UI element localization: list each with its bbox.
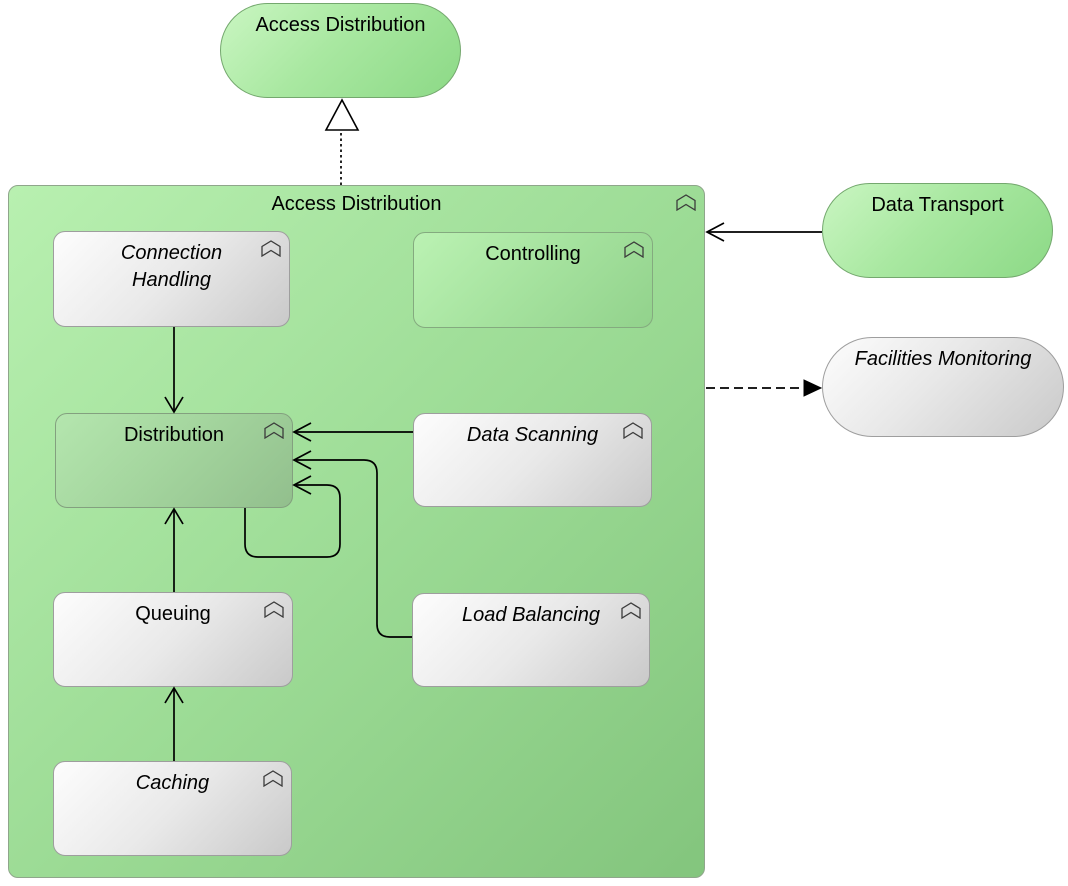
edge-data-transport-to-container[interactable] [705,222,822,242]
node-label: Load Balancing [462,604,600,626]
node-controlling[interactable]: Controlling [413,232,653,328]
hollow-triangle-arrowhead [324,98,360,131]
function-chevron-icon [624,241,644,258]
node-caching[interactable]: Caching [53,761,292,856]
container-title: Access Distribution [271,193,442,215]
node-label: Distribution [123,424,225,446]
node-label: Queuing [135,603,211,625]
edge-container-to-facilities-monitoring[interactable] [706,379,823,397]
function-chevron-icon [261,240,281,257]
node-distribution[interactable]: Distribution [55,413,293,508]
node-label: Data Scanning [466,424,599,446]
function-chevron-icon [623,422,643,439]
open-arrowhead [705,222,725,242]
filled-arrowhead [803,379,823,397]
node-label: Access Distribution [255,14,426,36]
node-label: Facilities Monitoring [854,348,1032,370]
function-chevron-icon [676,194,696,211]
node-load-balancing[interactable]: Load Balancing [412,593,650,687]
node-access-distribution-parent[interactable]: Access Distribution [220,3,461,98]
node-label: Controlling [485,243,581,265]
node-label: Connection Handling [120,242,223,291]
function-chevron-icon [263,770,283,787]
node-data-transport[interactable]: Data Transport [822,183,1053,278]
node-queuing[interactable]: Queuing [53,592,293,687]
node-label: Caching [135,772,210,794]
function-chevron-icon [264,422,284,439]
node-facilities-monitoring[interactable]: Facilities Monitoring [822,337,1064,437]
function-chevron-icon [621,602,641,619]
edge-realization-container-to-parent[interactable] [324,98,360,185]
function-chevron-icon [264,601,284,618]
node-data-scanning[interactable]: Data Scanning [413,413,652,507]
node-connection-handling[interactable]: Connection Handling [53,231,290,327]
node-label: Data Transport [871,194,1004,216]
